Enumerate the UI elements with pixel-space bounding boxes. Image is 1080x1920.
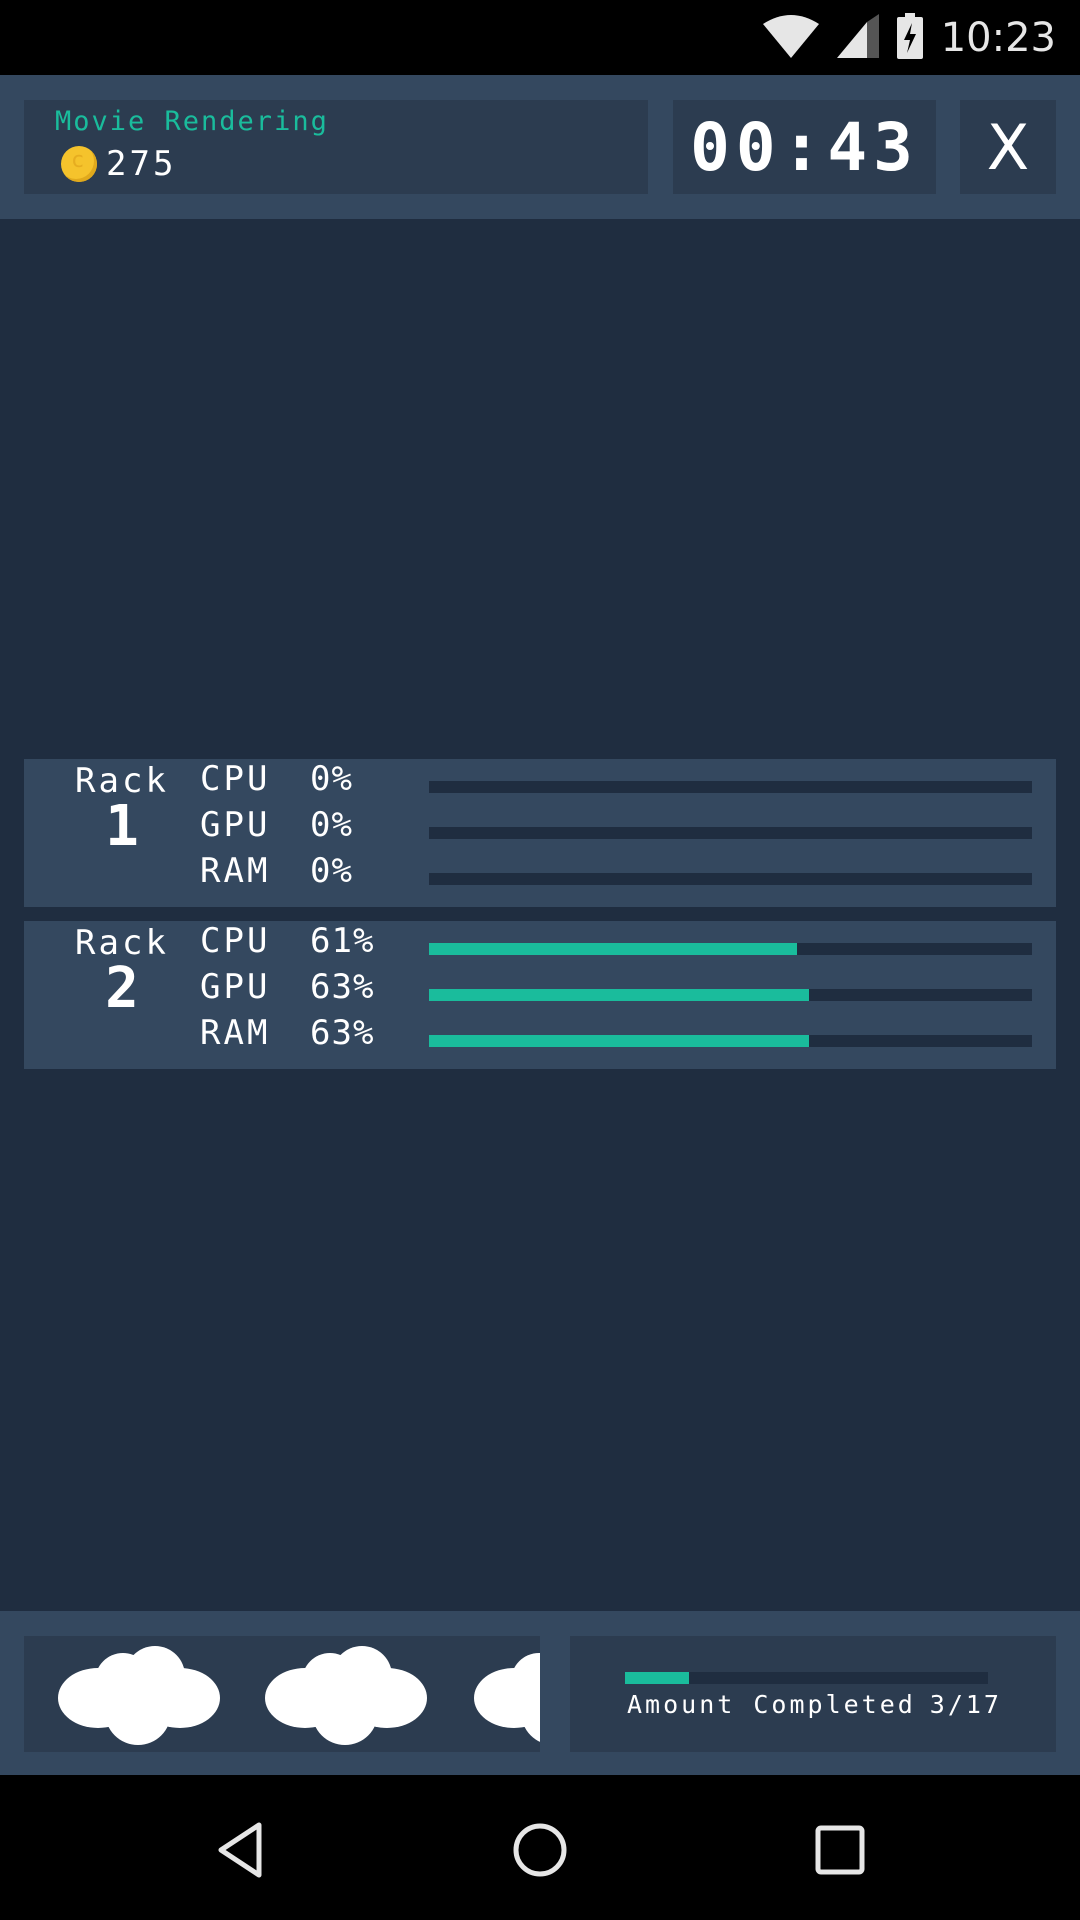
countdown-timer: 00:43: [690, 108, 919, 186]
usage-bar: [429, 943, 1032, 955]
cell-signal-icon: [836, 14, 879, 62]
cloud-icon[interactable]: [58, 1646, 220, 1746]
rack-word: Rack: [75, 761, 169, 801]
metric-gpu: GPU 63%: [200, 967, 1040, 1007]
status-bar: 10:23: [0, 0, 1080, 75]
battery-charging-icon: [896, 13, 923, 63]
metric-ram: RAM 0%: [200, 851, 1040, 891]
game-screen: Movie Rendering 275 00:43 X Rack 1 CPU 0…: [0, 75, 1080, 1775]
metric-label: RAM: [200, 851, 271, 891]
close-button[interactable]: X: [960, 100, 1056, 194]
rack-1[interactable]: Rack 1 CPU 0% GPU 0% RAM 0%: [24, 759, 1056, 907]
job-title: Movie Rendering: [55, 106, 329, 137]
completion-label: Amount Completed: [627, 1690, 916, 1719]
metric-value: 0%: [310, 805, 353, 845]
navigation-bar: [0, 1775, 1080, 1920]
rack-2[interactable]: Rack 2 CPU 61% GPU 63% RAM 63%: [24, 921, 1056, 1069]
bottom-panel: Amount Completed 3/17: [0, 1611, 1080, 1775]
metric-label: GPU: [200, 805, 271, 845]
home-icon: [513, 1823, 567, 1877]
coin-count: 275: [106, 144, 177, 184]
recents-icon: [815, 1825, 865, 1875]
metric-label: CPU: [200, 759, 271, 799]
cloud-icon[interactable]: [265, 1646, 427, 1746]
completion-count: 3/17: [929, 1690, 1002, 1719]
usage-bar: [429, 781, 1032, 793]
rack-number: 2: [105, 956, 139, 1021]
metric-ram: RAM 63%: [200, 1013, 1040, 1053]
usage-bar: [429, 873, 1032, 885]
back-button[interactable]: [200, 1815, 280, 1885]
metric-value: 0%: [310, 759, 353, 799]
header: Movie Rendering 275 00:43 X: [0, 75, 1080, 219]
completion-panel: Amount Completed 3/17: [570, 1636, 1056, 1752]
rack-number: 1: [105, 794, 139, 859]
rack-label: Rack 1: [72, 759, 172, 859]
metric-gpu: GPU 0%: [200, 805, 1040, 845]
metric-label: RAM: [200, 1013, 271, 1053]
timer-panel: 00:43: [673, 100, 936, 194]
rack-word: Rack: [75, 923, 169, 963]
metric-value: 63%: [310, 967, 375, 1007]
metric-value: 0%: [310, 851, 353, 891]
usage-bar: [429, 989, 1032, 1001]
metric-label: GPU: [200, 967, 271, 1007]
metric-value: 61%: [310, 921, 375, 961]
usage-bar: [429, 1035, 1032, 1047]
metric-value: 63%: [310, 1013, 375, 1053]
home-button[interactable]: [500, 1815, 580, 1885]
coin-icon: [61, 146, 97, 182]
job-info-panel: Movie Rendering 275: [24, 100, 648, 194]
wifi-icon: [762, 14, 819, 62]
back-icon: [218, 1822, 262, 1878]
cloud-queue: [24, 1636, 540, 1752]
completion-bar: [625, 1672, 988, 1684]
rack-label: Rack 2: [72, 921, 172, 1021]
recents-button[interactable]: [800, 1815, 880, 1885]
cloud-icon[interactable]: [474, 1646, 540, 1746]
usage-bar: [429, 827, 1032, 839]
clock: 10:23: [940, 15, 1056, 61]
close-icon: X: [986, 110, 1030, 184]
metric-label: CPU: [200, 921, 271, 961]
metric-cpu: CPU 61%: [200, 921, 1040, 961]
metric-cpu: CPU 0%: [200, 759, 1040, 799]
